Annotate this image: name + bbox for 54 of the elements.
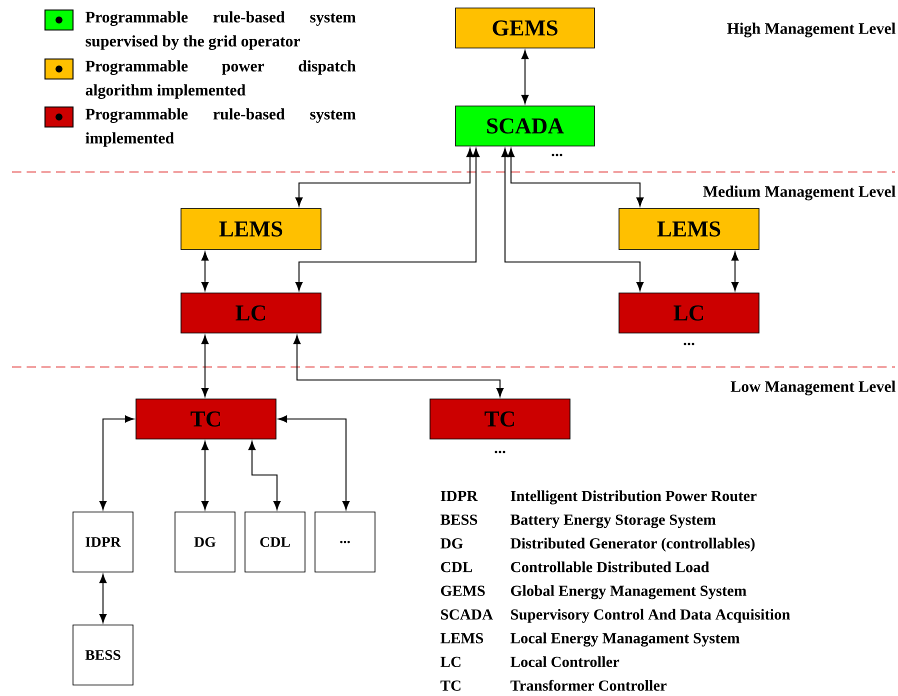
arrow — [507, 148, 644, 206]
abbreviation: SCADA — [441, 609, 493, 620]
controller-box: TC — [136, 398, 276, 440]
arrow — [99, 415, 134, 510]
level-label: Medium Management Level — [703, 186, 896, 200]
device-box: DG — [174, 512, 236, 572]
arrow — [201, 335, 209, 397]
device-box: CDL — [244, 512, 306, 572]
definition: Supervisory Control And Data Acquisition — [511, 608, 790, 623]
definition: Controllable Distributed Load — [511, 561, 710, 572]
arrow — [521, 50, 529, 104]
definition: Local Energy Managament System — [510, 632, 740, 647]
abbreviation: DG — [440, 538, 463, 549]
abbreviation: TC — [440, 680, 460, 691]
abbreviation: LC — [440, 656, 460, 668]
abbreviation: BESS — [440, 514, 478, 525]
device-box: IDPR — [72, 512, 134, 572]
ellipsis: ... — [552, 154, 562, 156]
arrow — [731, 252, 739, 291]
abbreviation: IDPR — [440, 490, 478, 502]
controller-box: TC — [430, 398, 570, 440]
controller-box: GEMS — [455, 8, 595, 48]
level-label: High Management Level — [727, 22, 896, 38]
definition: Global Energy Management System — [511, 585, 746, 600]
ellipsis: ... — [494, 450, 506, 454]
definition: Transformer Controller — [510, 680, 667, 691]
device-box: ... — [314, 512, 376, 572]
controller-box: SCADA — [455, 106, 595, 146]
controller-box: LC — [618, 292, 760, 334]
controller-box: LEMS — [618, 208, 760, 250]
legend-text: Programmable rule-based system supervised by the grid operator — [86, 11, 356, 50]
definition: Intelligent Distribution Power Router — [510, 490, 757, 504]
arrow — [278, 415, 350, 510]
abbreviation: CDL — [441, 562, 472, 572]
arrow — [293, 335, 504, 397]
definition: Battery Energy Storage System — [510, 514, 716, 528]
level-label: Low Management Level — [730, 380, 896, 396]
abbreviation: LEMS — [440, 633, 484, 644]
legend-text: Programmable rule-based system implemented — [86, 108, 356, 147]
arrow — [501, 148, 644, 291]
legend-text: Programmable power dispatch algorithm implemented — [86, 60, 356, 99]
arrow — [248, 441, 281, 510]
arrow — [99, 574, 107, 623]
arrow — [295, 148, 474, 206]
definition: Local Controller — [510, 656, 620, 668]
controller-box: LEMS — [180, 208, 322, 250]
arrow — [295, 148, 480, 291]
ellipsis: ... — [684, 342, 694, 346]
abbreviation: GEMS — [441, 586, 485, 596]
device-box: BESS — [72, 624, 134, 686]
controller-box: LC — [180, 292, 322, 334]
arrow — [201, 441, 209, 510]
definition: Distributed Generator (controllables) — [510, 538, 755, 552]
arrow — [201, 252, 209, 291]
